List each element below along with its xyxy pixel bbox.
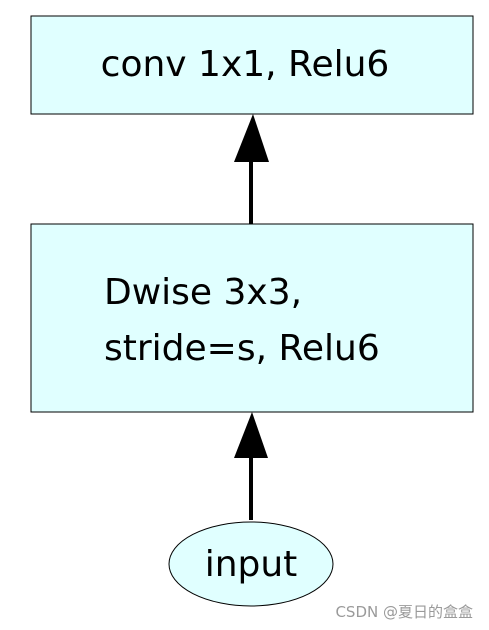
input-node-label: input (205, 544, 298, 585)
arrow-middle-to-top (234, 114, 269, 224)
conv-node-box (30, 15, 474, 115)
dwise-node-label-line1: Dwise 3x3, (104, 272, 302, 313)
conv-node: conv 1x1, Relu6 (30, 15, 474, 115)
arrow-head (234, 114, 269, 162)
input-node-ellipse (168, 521, 334, 607)
arrow-head (234, 412, 268, 458)
watermark: CSDN @夏日的盒盒 (335, 603, 473, 621)
dwise-node-box (30, 223, 474, 413)
input-node: input (168, 521, 334, 607)
arrow-input-to-middle (234, 412, 268, 520)
dwise-node-label-line2: stride=s, Relu6 (104, 328, 380, 369)
conv-node-label: conv 1x1, Relu6 (101, 44, 390, 85)
dwise-node: Dwise 3x3, stride=s, Relu6 (30, 223, 474, 413)
